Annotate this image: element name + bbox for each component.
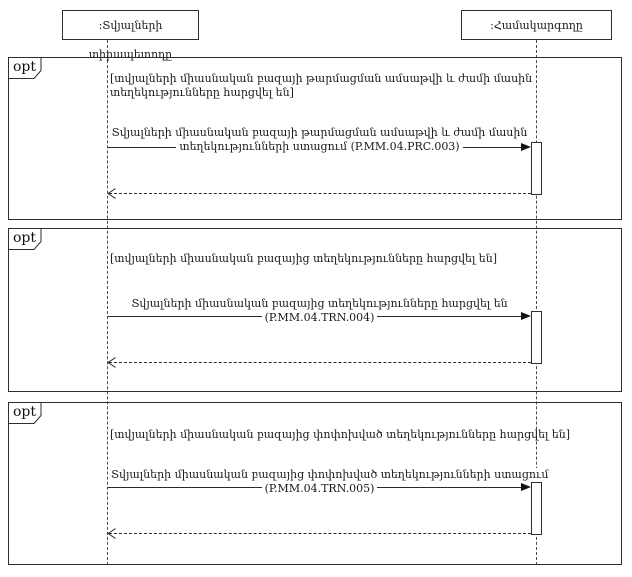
message-1-line-2: տեղեկությունների ստացում (P.MM.04.PRC.00…	[176, 140, 463, 154]
opt-tab-shape	[8, 228, 42, 250]
opt-operator-tab: opt	[8, 228, 42, 250]
guard-1-line-1: [տվյալների միասնական բազայի թարմացման ամ…	[110, 72, 533, 85]
call-arrow-1-head	[521, 143, 531, 151]
message-3-line-2: (P.MM.04.TRN.005)	[261, 482, 378, 496]
opt-tab-shape	[8, 402, 42, 424]
message-1-label: Տվյալների միասնական բազայի թարմացման ամս…	[108, 126, 531, 154]
opt-tab-shape	[8, 57, 42, 79]
message-3-label: Տվյալների միասնական բազայից փոփոխված տեղ…	[108, 468, 552, 496]
activation-bar-2	[531, 311, 542, 364]
actor-coordinator: :Համակարգողը	[461, 10, 612, 40]
activation-bar-3	[531, 482, 542, 535]
return-arrow-2-line	[109, 362, 531, 363]
opt-fragment-1: opt	[8, 57, 622, 220]
guard-condition-2: [տվյալների միասնական բազայից տեղեկությու…	[110, 252, 497, 266]
lifeline-coordinator	[536, 40, 537, 565]
call-arrow-3-head	[521, 483, 531, 491]
opt-operator-label: opt	[13, 404, 37, 420]
opt-operator-label: opt	[13, 230, 37, 246]
return-arrow-3-line	[109, 533, 531, 534]
opt-operator-label: opt	[13, 59, 37, 75]
activation-bar-1	[531, 142, 542, 195]
message-2-label: Տվյալների միասնական բազայից տեղեկություն…	[108, 297, 531, 325]
actor-data-owner: :Տվյալների տիրապետողը	[62, 10, 199, 61]
return-arrow-1-line	[109, 193, 531, 194]
opt-fragment-2: opt	[8, 228, 622, 392]
actor-coordinator-label: :Համակարգողը	[490, 19, 583, 32]
opt-fragment-3: opt	[8, 402, 622, 565]
message-2-line-1: Տվյալների միասնական բազայից տեղեկություն…	[128, 297, 511, 311]
opt-operator-tab: opt	[8, 57, 42, 79]
lifeline-data-owner	[107, 40, 108, 565]
message-1-line-1: Տվյալների միասնական բազայի թարմացման ամս…	[108, 126, 531, 140]
message-2-line-2: (P.MM.04.TRN.004)	[261, 311, 378, 325]
opt-operator-tab: opt	[8, 402, 42, 424]
guard-2-line-1: [տվյալների միասնական բազայից տեղեկությու…	[110, 252, 497, 265]
call-arrow-2-head	[521, 312, 531, 320]
actor-data-owner-label: :Տվյալների տիրապետողը	[88, 19, 173, 61]
guard-3-line-1: [տվյալների միասնական բազայից փոփոխված տե…	[110, 428, 571, 441]
guard-1-line-2: տեղեկությունները հարցվել են]	[110, 86, 294, 99]
guard-condition-3: [տվյալների միասնական բազայից փոփոխված տե…	[110, 428, 570, 442]
guard-condition-1: [տվյալների միասնական բազայի թարմացման ամ…	[110, 72, 532, 100]
message-3-line-1: Տվյալների միասնական բազայից փոփոխված տեղ…	[108, 468, 552, 482]
